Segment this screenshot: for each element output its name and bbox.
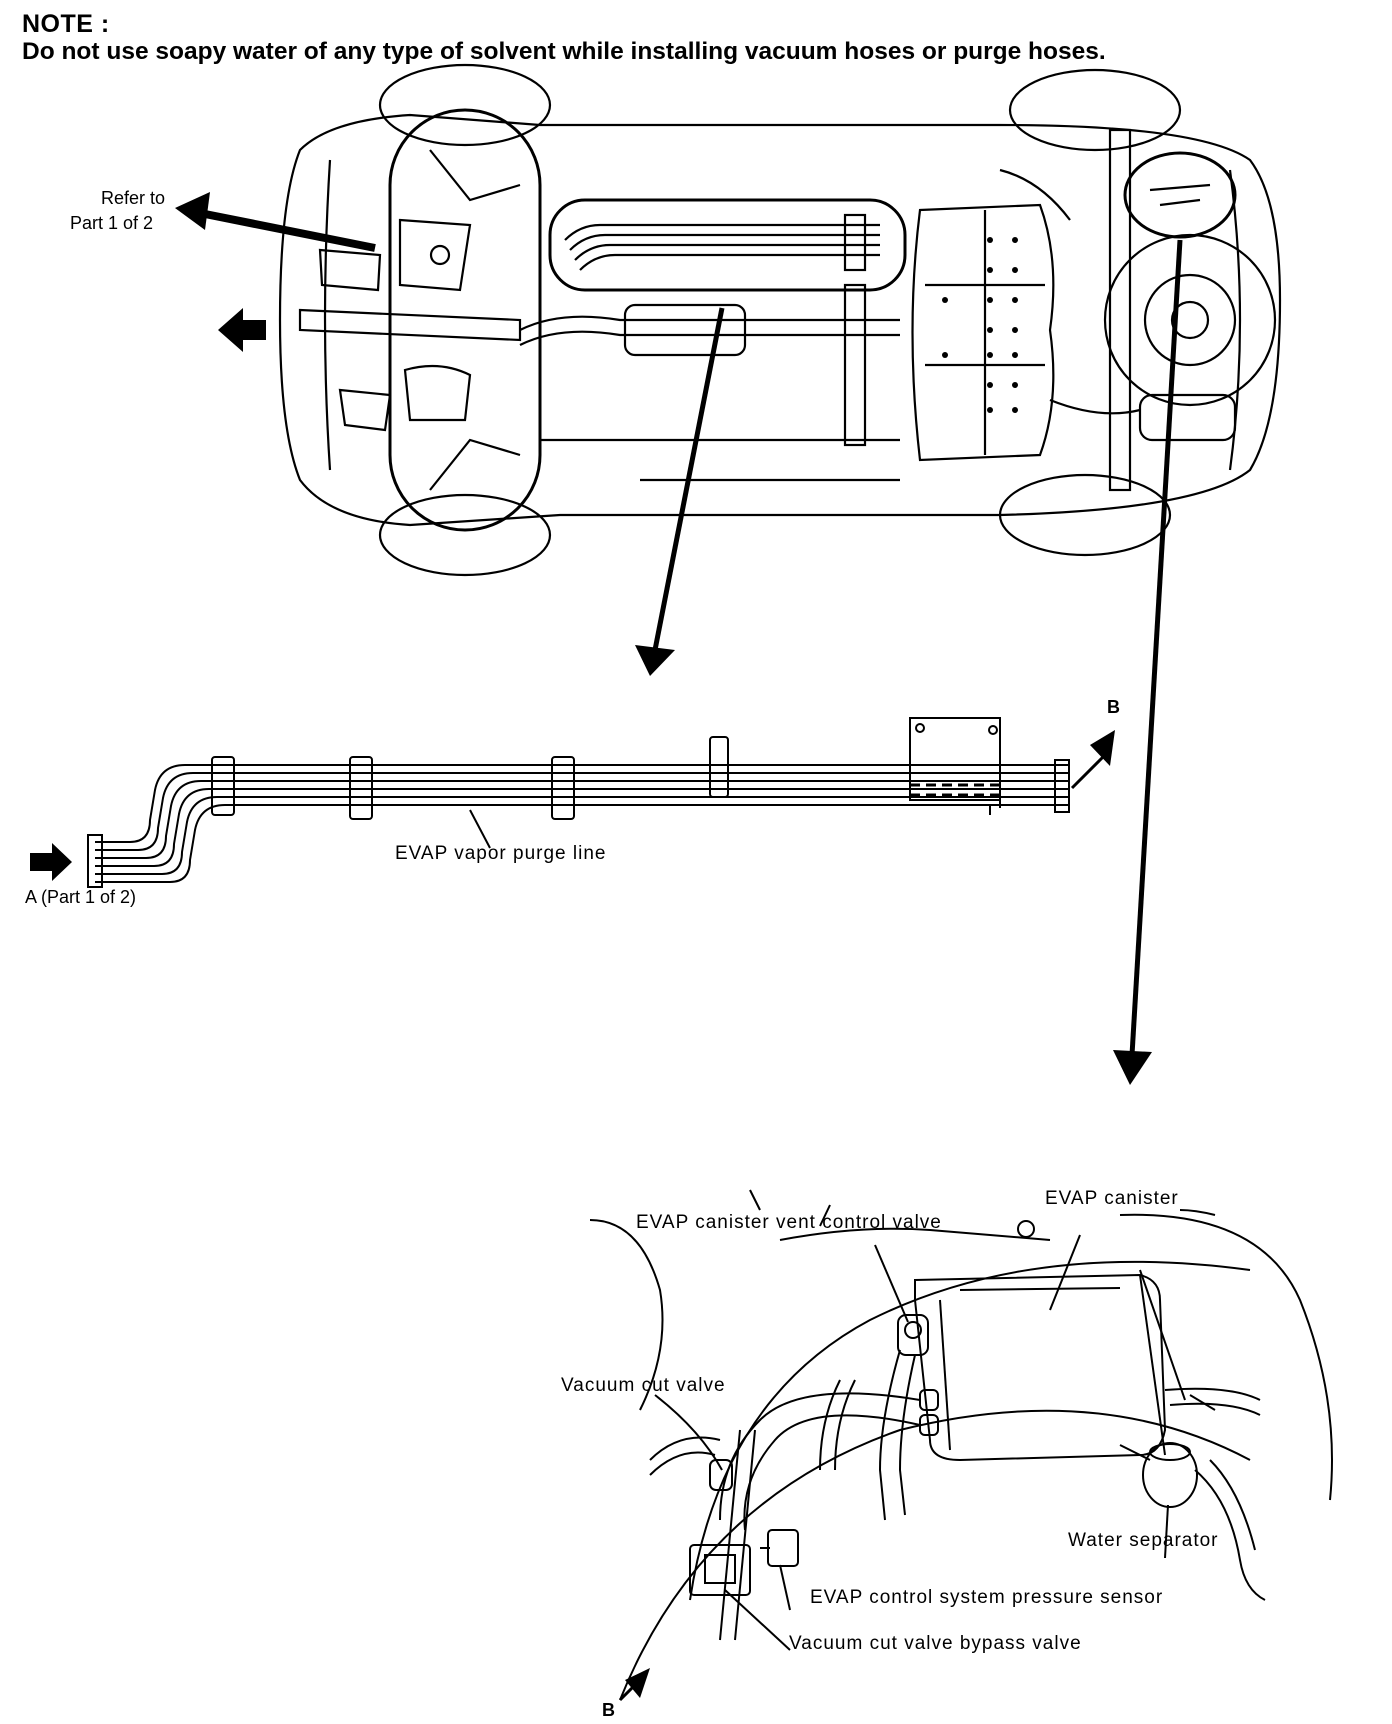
evap-canister-vent-control-valve-label: EVAP canister vent control valve [636, 1212, 942, 1233]
note-body: Do not use soapy water of any type of so… [22, 38, 1106, 65]
b-label-top: B [1107, 697, 1120, 717]
refer-arrow [175, 192, 376, 252]
front-direction-arrow [218, 308, 266, 352]
refer-label-line2: Part 1 of 2 [70, 213, 154, 233]
evap-canister-label: EVAP canister [1045, 1188, 1179, 1209]
evap-vapor-purge-line-label: EVAP vapor purge line [395, 843, 607, 864]
canister-callout-arrow [1113, 239, 1183, 1085]
refer-label-line1: Refer to [100, 188, 166, 208]
a-part-label: A (Part 1 of 2) [25, 887, 137, 907]
purge-line-callout-arrow [635, 307, 725, 676]
outlet-arrow-b [1070, 730, 1115, 790]
evap-control-system-pressure-sensor-label: EVAP control system pressure sensor [810, 1587, 1164, 1608]
note-title: NOTE : [22, 10, 110, 38]
vacuum-cut-valve-label: Vacuum cut valve [561, 1375, 726, 1396]
b-label-bottom: B [602, 1700, 615, 1720]
vacuum-cut-valve-bypass-valve-label: Vacuum cut valve bypass valve [789, 1633, 1082, 1654]
water-separator-label: Water separator [1068, 1530, 1219, 1551]
inlet-arrow-b [618, 1668, 650, 1702]
inlet-arrow-a [30, 843, 72, 881]
